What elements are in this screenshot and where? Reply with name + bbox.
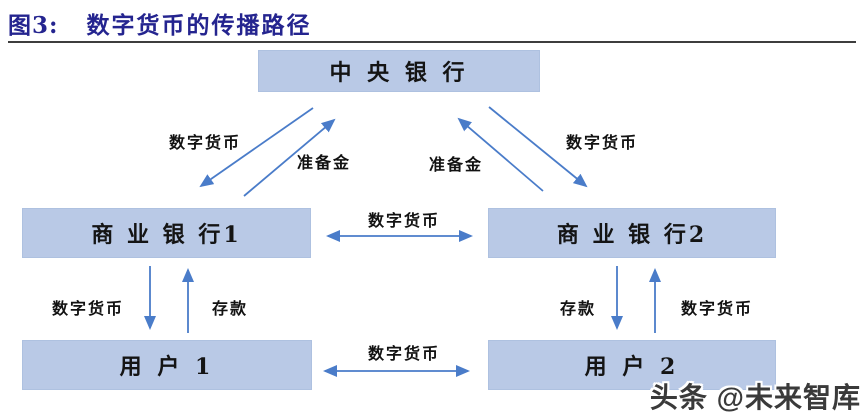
node-user-1: 用 户 1 (22, 340, 312, 390)
node-central-bank: 中 央 银 行 (258, 50, 540, 92)
edge-label-digital-currency-right-vertical: 数字货币 (680, 299, 753, 318)
edge-label-digital-currency-between-banks: 数字货币 (367, 211, 440, 230)
node-user-2: 用 户 2 (488, 340, 776, 390)
edge-label-reserve-right: 准备金 (428, 155, 483, 174)
edge-label-deposit-left: 存款 (211, 299, 248, 318)
figure-number-label: 图3: (8, 12, 59, 39)
figure-title: 图3: 数字货币的传播路径 (8, 6, 856, 40)
edge-label-digital-currency-left-diagonal: 数字货币 (168, 133, 241, 152)
figure-title-text: 数字货币的传播路径 (86, 12, 312, 39)
edge-label-deposit-right: 存款 (559, 299, 596, 318)
toutiao-watermark: 头条 @未来智库 (649, 382, 861, 413)
edge-label-digital-currency-right-diagonal: 数字货币 (565, 133, 638, 152)
edge-label-digital-currency-between-users: 数字货币 (367, 344, 440, 363)
title-underline (8, 41, 856, 43)
node-commercial-bank-1: 商 业 银 行1 (22, 208, 311, 258)
edge-label-digital-currency-left-vertical: 数字货币 (51, 299, 124, 318)
node-commercial-bank-2: 商 业 银 行2 (488, 208, 776, 258)
edge-label-reserve-left: 准备金 (296, 153, 351, 172)
